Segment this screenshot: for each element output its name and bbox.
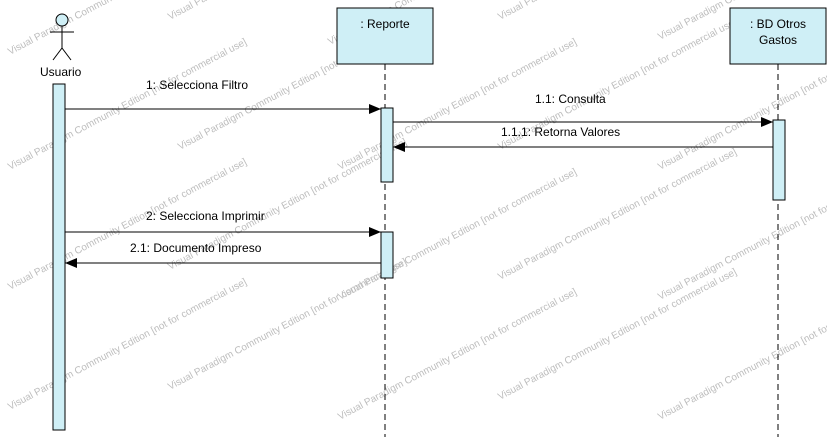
message-2-label: 2: Selecciona Imprimir [146,209,265,223]
watermark-text: Visual Paradigm Community Edition [not f… [656,287,827,423]
actor-head [55,13,69,27]
message-1-1-1-label: 1.1.1: Retorna Valores [501,125,620,139]
watermark-text: Visual Paradigm Community Edition [not f… [166,257,409,393]
watermark-text: Visual Paradigm Community Edition [not f… [6,0,249,58]
message-1-1-1[interactable]: 1.1.1: Retorna Valores [393,125,773,152]
watermark-text: Visual Paradigm Community Edition [not f… [336,287,579,423]
message-1[interactable]: 1: Selecciona Filtro [65,78,381,114]
lifeline-reporte-box [336,7,434,65]
activation-reporte-1[interactable] [380,107,394,183]
activation-bd[interactable] [772,119,786,201]
lifeline-bd-otros-gastos[interactable]: : BD Otros Gastos [729,7,827,65]
activation-usuario[interactable] [52,83,66,431]
actor-usuario[interactable]: Usuario [40,13,82,79]
actor-leg-right [61,47,72,61]
message-1-1-label: 1.1: Consulta [535,92,606,106]
lifeline-reporte-name: : Reporte [360,17,410,31]
lifeline-bd-name-line2: Gastos [759,33,797,47]
lifeline-reporte[interactable]: : Reporte [336,7,434,65]
activation-reporte-2[interactable] [380,231,394,279]
actor-leg-left [52,47,63,61]
watermark-text: Visual Paradigm Community Edition [not f… [6,157,249,293]
actor-name: Usuario [40,65,82,79]
watermark-text: Visual Paradigm Community Edition [not f… [656,167,827,303]
message-1-1[interactable]: 1.1: Consulta [393,92,773,127]
lifeline-bd-name-line1: : BD Otros [750,17,806,31]
lifeline-bd-box [729,7,827,65]
watermark-text: Visual Paradigm Community Edition [not f… [6,277,249,413]
message-1-label: 1: Selecciona Filtro [146,78,248,92]
watermark-text: Visual Paradigm Community Edition [not f… [6,37,249,173]
watermark-text: Visual Paradigm Community Edition [not f… [496,267,739,403]
message-2-1[interactable]: 2.1: Documento Impreso [65,241,381,268]
watermark-text: Visual Paradigm Community Edition [not f… [496,147,739,283]
message-2[interactable]: 2: Selecciona Imprimir [65,209,381,237]
message-2-1-label: 2.1: Documento Impreso [130,241,262,255]
